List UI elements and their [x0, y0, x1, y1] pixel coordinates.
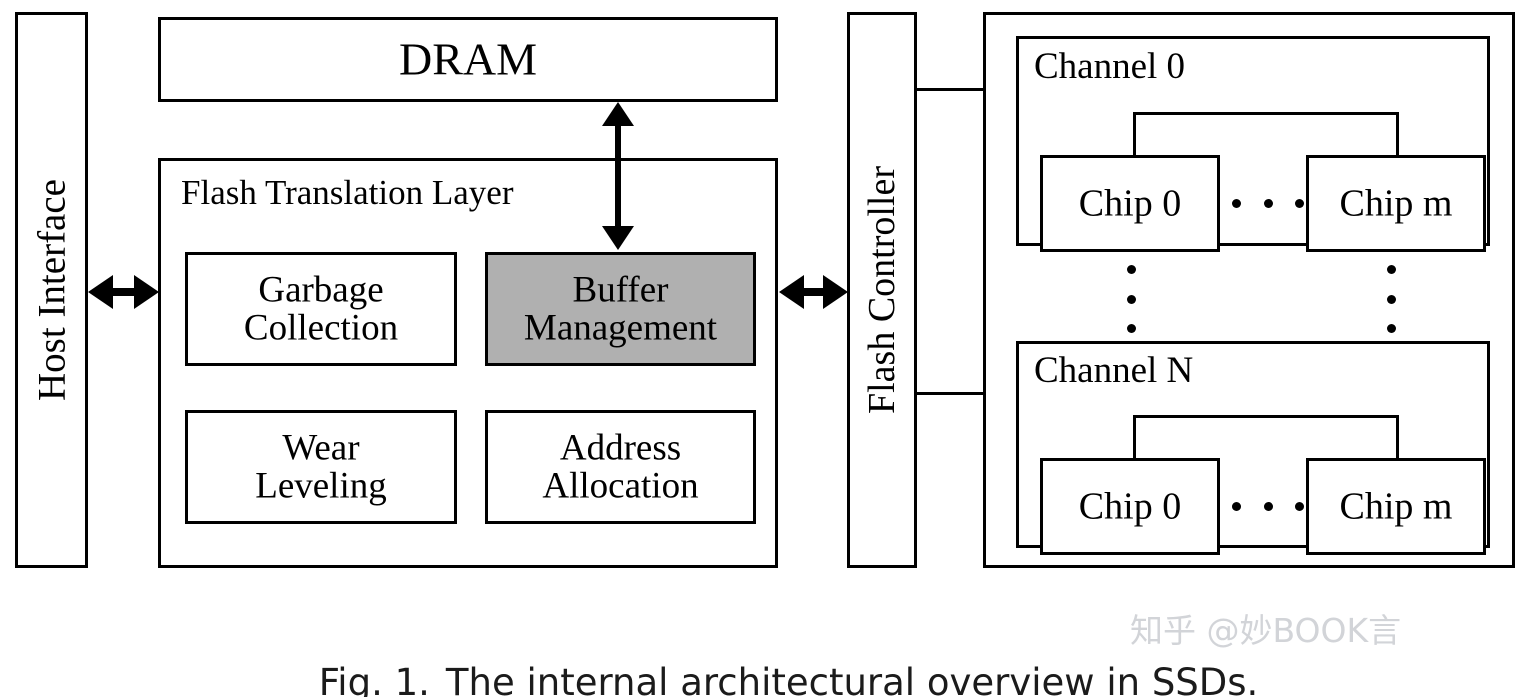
channel-ellipsis-right [1387, 265, 1396, 333]
channel-0-title: Channel 0 [1034, 46, 1186, 87]
channel-0-box: Channel 0 Chip 0 Chip m [1016, 36, 1490, 252]
channel-n-chip-0-box: Chip 0 [1040, 458, 1220, 555]
ftl-module-label: Wear Leveling [255, 427, 387, 506]
flash-controller-box: Flash Controller [847, 12, 917, 568]
arrow-head-right-icon [823, 275, 848, 309]
ellipsis-dot [1232, 199, 1241, 208]
ellipsis-dot [1232, 502, 1241, 511]
channel-0-chip-ellipsis [1232, 199, 1304, 208]
flash-translation-layer-title: Flash Translation Layer [181, 173, 514, 212]
channel-0-chip-0-riser [1133, 112, 1136, 158]
channel-0-chip-0-box: Chip 0 [1040, 155, 1220, 252]
channel-n-chip-m-box: Chip m [1306, 458, 1486, 555]
ellipsis-dot [1387, 324, 1396, 333]
ellipsis-dot [1295, 502, 1304, 511]
arrow-head-right-icon [134, 275, 159, 309]
arrow-dram-to-buffer-management [602, 102, 634, 250]
host-interface-label: Host Interface [30, 179, 73, 401]
ftl-module-wear-leveling: Wear Leveling [185, 410, 457, 524]
chip-label: Chip m [1339, 485, 1453, 528]
channel-n-chip-m-riser [1396, 415, 1399, 461]
ftl-module-label: Garbage Collection [243, 269, 399, 348]
ellipsis-dot [1127, 265, 1136, 274]
ellipsis-dot [1263, 199, 1273, 208]
channel-n-chip-0-riser [1133, 415, 1136, 461]
ftl-module-buffer-management: Buffer Management [485, 252, 756, 366]
channel-ellipsis-left [1127, 265, 1136, 333]
host-interface-box: Host Interface [15, 12, 88, 568]
ftl-module-garbage-collection: Garbage Collection [185, 252, 457, 366]
ellipsis-dot [1387, 294, 1396, 304]
flash-array-container: Channel 0 Chip 0 Chip m [983, 12, 1515, 568]
flash-translation-layer-box: Flash Translation Layer Garbage Collecti… [158, 158, 778, 568]
ellipsis-dot [1387, 265, 1396, 274]
ellipsis-dot [1127, 324, 1136, 333]
ftl-module-label: Address Allocation [542, 427, 699, 506]
channel-0-bus [1133, 112, 1399, 115]
channel-0-chip-m-box: Chip m [1306, 155, 1486, 252]
figure-caption-text: The internal architectural overview in S… [445, 661, 1259, 697]
ellipsis-dot [1263, 502, 1273, 511]
arrow-shaft [794, 288, 833, 296]
arrow-shaft [615, 118, 621, 234]
arrow-shaft [103, 288, 144, 296]
channel-0-chip-m-riser [1396, 112, 1399, 158]
chip-label: Chip m [1339, 182, 1453, 225]
ellipsis-dot [1295, 199, 1304, 208]
channel-n-box: Channel N Chip 0 Chip m [1016, 341, 1490, 555]
figure-number: Fig. 1. [318, 661, 430, 697]
channel-n-chip-ellipsis [1232, 502, 1304, 511]
channel-n-bus [1133, 415, 1399, 418]
dram-label: DRAM [398, 33, 538, 85]
channel-n-title: Channel N [1034, 350, 1194, 391]
arrow-host-to-ftl [88, 275, 159, 309]
ellipsis-dot [1127, 294, 1136, 304]
chip-label: Chip 0 [1078, 182, 1182, 225]
dram-box: DRAM [158, 17, 778, 102]
ftl-module-address-allocation: Address Allocation [485, 410, 756, 524]
figure-caption: Fig. 1. The internal architectural overvi… [0, 618, 1530, 697]
flash-controller-label: Flash Controller [861, 165, 903, 415]
ftl-module-label: Buffer Management [523, 269, 718, 348]
arrow-head-down-icon [602, 226, 634, 250]
chip-label: Chip 0 [1078, 485, 1182, 528]
arrow-ftl-to-flash-controller [779, 275, 848, 309]
